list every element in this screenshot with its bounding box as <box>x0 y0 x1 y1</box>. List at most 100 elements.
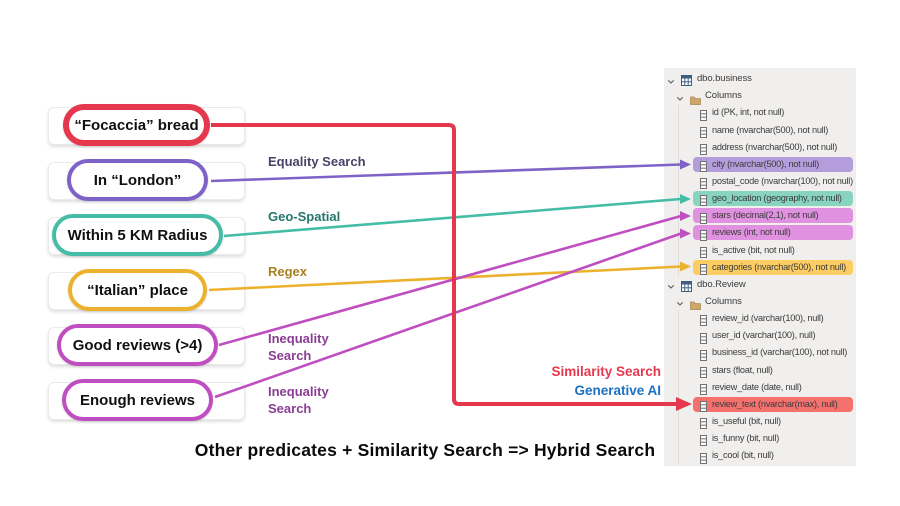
column-highlight: is_active (bit, not null) <box>693 242 853 258</box>
tree-row-column[interactable]: stars (float, null) <box>664 361 856 378</box>
table-label: dbo.business <box>697 73 752 84</box>
predicate-focaccia-bread: “Focaccia” bread <box>63 104 210 146</box>
equality-search-label: Equality Search <box>268 154 366 169</box>
column-icon <box>700 108 707 126</box>
table-icon <box>681 279 692 297</box>
column-highlight: address (nvarchar(500), not null) <box>693 140 853 156</box>
column-icon <box>700 451 707 469</box>
chevron-down-icon[interactable] <box>666 74 676 84</box>
column-highlight: review_id (varchar(100), null) <box>693 311 853 327</box>
tree-row-column-categories[interactable]: categories (nvarchar(500), not null) <box>664 259 856 276</box>
column-highlight: business_id (varchar(100), not null) <box>693 345 853 361</box>
similarity-search-label: Similarity Search <box>551 364 661 379</box>
chevron-down-icon[interactable] <box>675 91 685 101</box>
tree-indent-guide <box>678 105 679 276</box>
column-label: stars (float, null) <box>712 364 773 375</box>
column-icon <box>700 142 707 160</box>
predicate-within-5km-radius: Within 5 KM Radius <box>52 214 223 256</box>
column-label: review_text (nvarchar(max), null) <box>712 398 838 409</box>
tree-row-column[interactable]: review_id (varchar(100), null) <box>664 310 856 327</box>
table-label: dbo.Review <box>697 278 746 290</box>
column-icon <box>700 382 707 400</box>
column-icon <box>700 125 707 143</box>
column-highlight: name (nvarchar(500), not null) <box>693 122 853 138</box>
column-icon <box>700 399 707 417</box>
tree-row-column[interactable]: is_cool (bit, null) <box>664 447 856 464</box>
tree-row-folder[interactable]: Columns <box>664 293 856 311</box>
column-label: postal_code (nvarchar(100), not null) <box>712 176 853 187</box>
column-highlight: geo_location (geography, not null) <box>693 190 853 207</box>
tree-row-column[interactable]: user_id (varchar(100), null) <box>664 327 856 344</box>
predicate-enough-reviews: Enough reviews <box>62 379 213 421</box>
column-icon <box>700 262 707 280</box>
column-highlight: id (PK, int, not null) <box>693 105 853 121</box>
hybrid-search-caption: Other predicates + Similarity Search => … <box>194 440 656 460</box>
inequality1-arrow-line <box>218 214 682 347</box>
inequality-search-label: Inequality Search <box>268 331 329 363</box>
column-label: business_id (varchar(100), not null) <box>712 347 848 358</box>
folder-icon <box>690 92 701 110</box>
column-highlight: stars (float, null) <box>693 362 853 378</box>
tree-row-column[interactable]: is_active (bit, not null) <box>664 241 856 258</box>
column-icon <box>700 228 707 246</box>
column-highlight: stars (decimal(2,1), not null) <box>693 208 853 224</box>
predicate-label: Good reviews (>4) <box>72 336 203 354</box>
column-icon <box>700 416 707 434</box>
column-label: user_id (varchar(100), null) <box>712 330 816 341</box>
column-label: categories (nvarchar(500), not null) <box>712 261 846 272</box>
tree-row-folder[interactable]: Columns <box>664 87 856 105</box>
column-label: id (PK, int, not null) <box>712 107 785 118</box>
column-highlight: is_cool (bit, null) <box>693 448 853 464</box>
predicate-label: In “London” <box>93 171 182 189</box>
column-label: review_date (date, null) <box>712 381 802 392</box>
column-icon <box>700 193 707 211</box>
folder-label: Columns <box>705 295 742 307</box>
tree-row-column-review-text[interactable]: review_text (nvarchar(max), null) <box>664 396 856 413</box>
predicate-italian-place: “Italian” place <box>68 269 207 311</box>
tree-row-column[interactable]: is_useful (bit, null) <box>664 413 856 430</box>
tree-row-column-city[interactable]: city (nvarchar(500), not null) <box>664 156 856 173</box>
column-icon <box>700 348 707 366</box>
column-icon <box>700 433 707 451</box>
folder-icon <box>690 297 701 315</box>
column-label: geo_location (geography, not null) <box>712 193 842 204</box>
column-highlight: reviews (int, not null) <box>693 225 853 241</box>
column-highlight: user_id (varchar(100), null) <box>693 328 853 344</box>
column-label: name (nvarchar(500), not null) <box>712 124 829 135</box>
column-highlight: is_funny (bit, null) <box>693 431 853 447</box>
tree-row-column-stars[interactable]: stars (decimal(2,1), not null) <box>664 207 856 224</box>
tree-row-column-reviews[interactable]: reviews (int, not null) <box>664 224 856 241</box>
column-icon <box>700 331 707 349</box>
tree-row-column[interactable]: id (PK, int, not null) <box>664 104 856 121</box>
tree-row-table[interactable]: dbo.business <box>664 70 856 87</box>
column-label: is_cool (bit, null) <box>712 450 774 461</box>
chevron-down-icon[interactable] <box>675 296 685 307</box>
tree-row-column[interactable]: postal_code (nvarchar(100), not null) <box>664 173 856 190</box>
column-highlight: is_useful (bit, null) <box>693 414 853 430</box>
column-label: stars (decimal(2,1), not null) <box>712 210 819 221</box>
tree-row-column[interactable]: address (nvarchar(500), not null) <box>664 139 856 156</box>
tree-row-column[interactable]: review_date (date, null) <box>664 379 856 396</box>
folder-label: Columns <box>705 90 742 102</box>
regex-label: Regex <box>268 264 308 279</box>
column-icon <box>700 211 707 229</box>
column-highlight: review_text (nvarchar(max), null) <box>693 396 853 413</box>
predicate-label: Enough reviews <box>79 391 196 409</box>
predicate-good-reviews: Good reviews (>4) <box>57 324 218 366</box>
object-explorer-panel: dbo.business Columns id (PK, int, not nu… <box>664 68 856 466</box>
column-highlight: postal_code (nvarchar(100), not null) <box>693 174 853 190</box>
column-label: is_active (bit, not null) <box>712 244 795 255</box>
tree-row-table[interactable]: dbo.Review <box>664 276 856 293</box>
column-label: is_useful (bit, null) <box>712 416 781 426</box>
predicate-in-london: In “London” <box>67 159 208 201</box>
chevron-down-icon[interactable] <box>666 279 676 289</box>
tree-row-column[interactable]: is_funny (bit, null) <box>664 430 856 447</box>
predicate-label: Within 5 KM Radius <box>67 226 208 244</box>
predicate-label: “Focaccia” bread <box>74 116 199 134</box>
tree-row-column-geo-location[interactable]: geo_location (geography, not null) <box>664 190 856 207</box>
generative-ai-label: Generative AI <box>574 383 661 398</box>
inequality-search-label: Inequality Search <box>268 384 329 416</box>
tree-row-column[interactable]: business_id (varchar(100), not null) <box>664 344 856 361</box>
tree-row-column[interactable]: name (nvarchar(500), not null) <box>664 121 856 138</box>
